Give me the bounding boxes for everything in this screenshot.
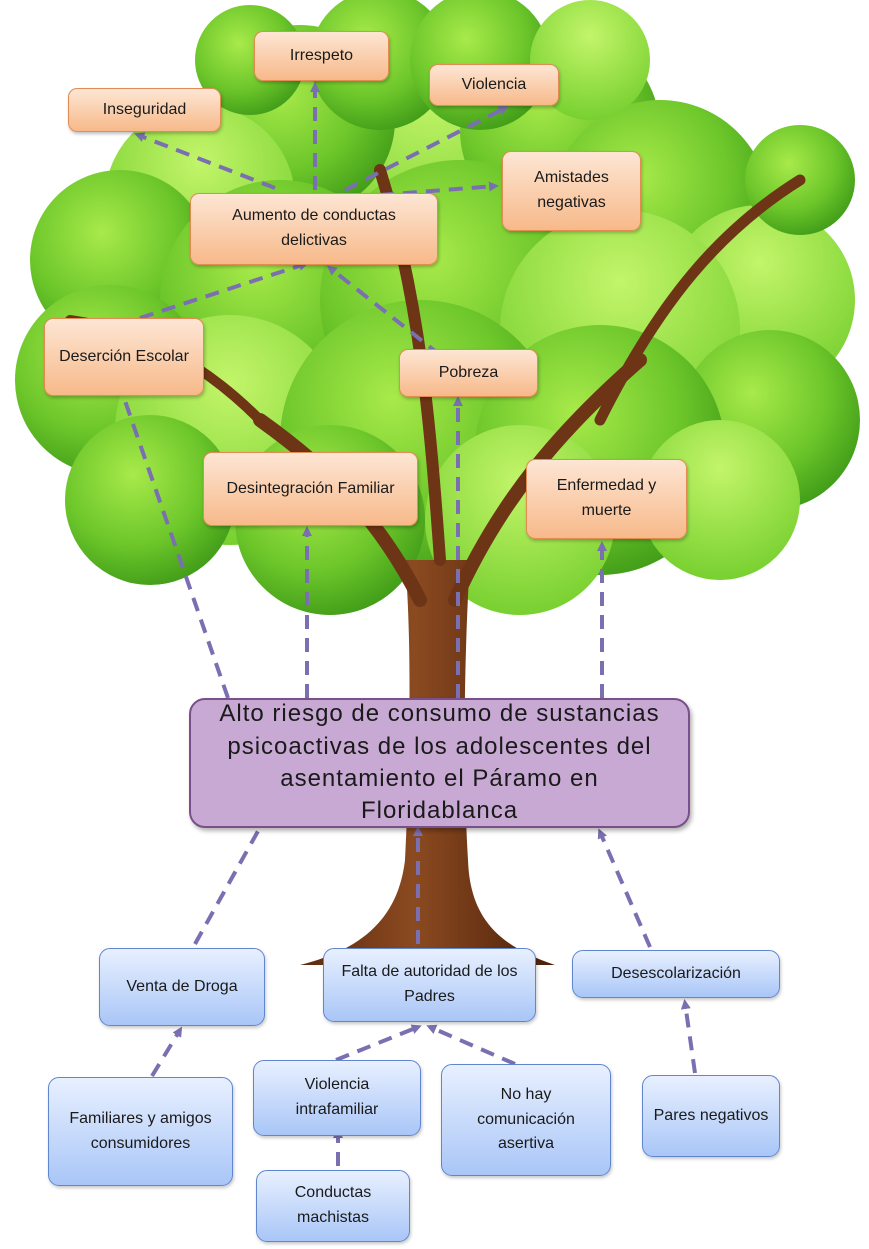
cause-box-venta-de-droga: Venta de Droga bbox=[99, 948, 265, 1026]
effect-box-desercion-escolar: Deserción Escolar bbox=[44, 318, 204, 396]
cause-box-pares-negativos: Pares negativos bbox=[642, 1075, 780, 1157]
effect-box-enfermedad-y-muerte: Enfermedad y muerte bbox=[526, 459, 687, 539]
cause-box-violencia-intrafamiliar: Violencia intrafamiliar bbox=[253, 1060, 421, 1136]
tree-branch bbox=[594, 174, 806, 426]
foliage-blob bbox=[530, 0, 650, 120]
effect-box-violencia: Violencia bbox=[429, 64, 559, 106]
cause-box-conductas-machistas: Conductas machistas bbox=[256, 1170, 410, 1242]
central-problem-box: Alto riesgo de consumo de sustancias psi… bbox=[189, 698, 690, 828]
effect-box-aumento-conductas-delictivas: Aumento de conductas delictivas bbox=[190, 193, 438, 265]
cause-box-familiares-amigos-consumidores: Familiares y amigos consumidores bbox=[48, 1077, 233, 1186]
effect-box-irrespeto: Irrespeto bbox=[254, 31, 389, 81]
cause-box-desescolarizacion: Desescolarización bbox=[572, 950, 780, 998]
cause-box-falta-de-autoridad: Falta de autoridad de los Padres bbox=[323, 948, 536, 1022]
effect-box-amistades-negativas: Amistades negativas bbox=[502, 151, 641, 231]
effect-box-inseguridad: Inseguridad bbox=[68, 88, 221, 132]
effect-box-desintegracion-familiar: Desintegración Familiar bbox=[203, 452, 418, 526]
cause-box-no-hay-comunicacion-asertiva: No hay comunicación asertiva bbox=[441, 1064, 611, 1176]
effect-box-pobreza: Pobreza bbox=[399, 349, 538, 397]
